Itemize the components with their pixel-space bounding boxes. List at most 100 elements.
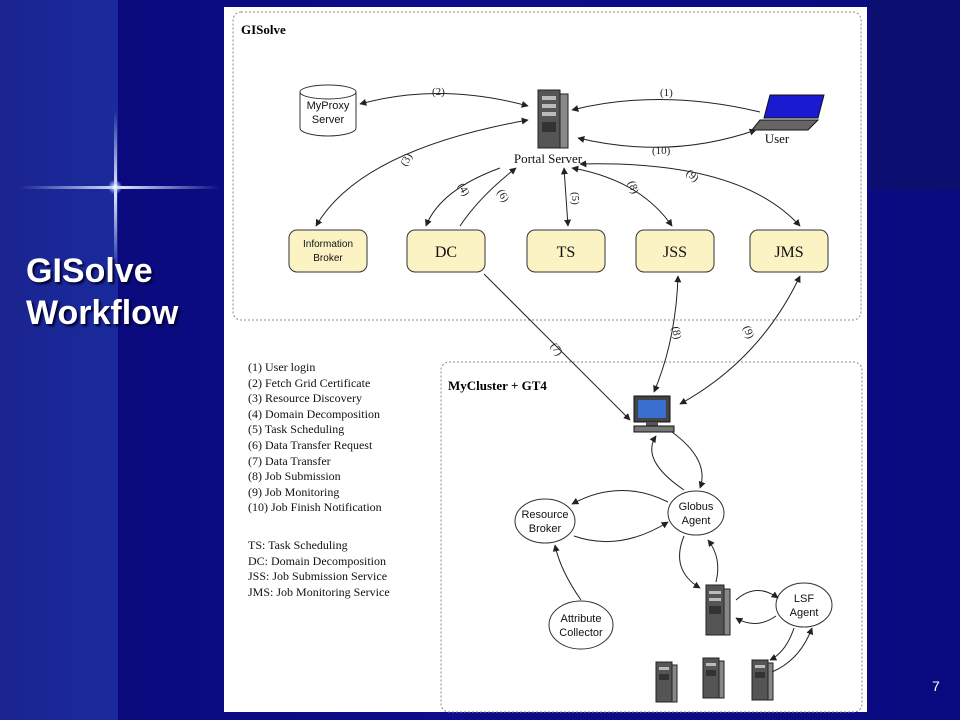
edge-3 (315, 117, 529, 227)
edge-8 (571, 165, 673, 227)
edge-server-lsf-a (735, 590, 779, 601)
dc-box: DC (406, 229, 486, 273)
edge-label-2: (2) (432, 86, 445, 98)
edge-globus-server-b (707, 539, 719, 583)
edge-globus-monitor-a (649, 435, 685, 491)
edge-collector-broker (552, 544, 582, 601)
attribute-collector-label-1: Attribute (561, 613, 602, 625)
edge-8b (653, 275, 682, 393)
edge-label-8b: (8) (669, 326, 683, 341)
edge-label-9b: (9) (740, 324, 756, 340)
sparkle-icon (108, 180, 122, 194)
globus-agent-node: Globus Agent (667, 490, 725, 536)
compute-node-icon-2 (702, 657, 725, 699)
legend-step-3: (3) Resource Discovery (248, 391, 362, 406)
resource-broker-label-1: Resource (521, 509, 568, 521)
legend-step-10: (10) Job Finish Notification (248, 500, 382, 515)
legend-abbrev-4: JMS: Job Monitoring Service (248, 584, 390, 599)
edge-globus-broker-b (573, 521, 669, 543)
legend-step-8: (8) Job Submission (248, 469, 341, 484)
dc-label: DC (435, 244, 457, 261)
slide-title-line1: GISolve (26, 252, 153, 290)
lsf-agent-label-1: LSF (794, 593, 814, 605)
edge-label-6: (6) (494, 187, 511, 204)
myproxy-server: MyProxy Server (299, 84, 357, 137)
gisolve-arrows (315, 93, 801, 227)
info-broker-label-2: Broker (313, 253, 343, 264)
monitor-icon (633, 395, 675, 433)
portal-server-icon (537, 89, 569, 149)
slide-title-line2: Workflow (26, 294, 179, 332)
lsf-agent-node: LSF Agent (775, 582, 833, 628)
cluster-server-icon (705, 584, 731, 636)
left-band (0, 0, 118, 720)
edge-globus-server-a (679, 535, 701, 589)
edge-label-1: (1) (660, 87, 673, 99)
edge-lsf-node-b (771, 627, 814, 673)
edge-1 (571, 99, 761, 113)
legend-steps: (1) User login(2) Fetch Grid Certificate… (248, 360, 382, 516)
edge-5 (560, 167, 572, 227)
legend-abbrev-3: JSS: Job Submission Service (248, 569, 388, 584)
edge-label-10: (10) (652, 145, 671, 157)
myproxy-label-2: Server (312, 114, 345, 126)
attribute-collector-label-2: Collector (559, 627, 603, 639)
legend-step-6: (6) Data Transfer Request (248, 437, 373, 452)
edge-7b (483, 273, 631, 421)
laptop-icon (750, 94, 825, 131)
edge-globus-monitor-b (671, 431, 706, 489)
ts-box: TS (526, 229, 606, 273)
legend-abbrev-1: TS: Task Scheduling (248, 538, 348, 552)
information-broker-box: Information Broker (288, 229, 368, 273)
legend-step-2: (2) Fetch Grid Certificate (248, 375, 371, 390)
edge-globus-broker-a (571, 490, 669, 505)
edge-9b (679, 275, 801, 405)
resource-broker-label-2: Broker (529, 523, 562, 535)
slide-title: GISolve Workflow (26, 250, 178, 334)
ts-label: TS (557, 244, 576, 261)
cluster-label: MyCluster + GT4 (448, 378, 547, 393)
gisolve-group (232, 11, 862, 321)
edge-label-7b: (7) (548, 341, 565, 359)
legend-step-4: (4) Domain Decomposition (248, 406, 380, 421)
edge-4 (425, 167, 501, 227)
globus-agent-label-2: Agent (682, 515, 711, 527)
cluster-arrows (552, 431, 814, 673)
lsf-agent-label-2: Agent (790, 607, 819, 619)
compute-node-icon-1 (655, 661, 678, 703)
edge-lsf-node-a (769, 627, 795, 661)
edge-10 (577, 128, 757, 148)
edge-server-lsf-b (735, 615, 777, 625)
page-number: 7 (932, 678, 940, 694)
compute-node-icon-3 (751, 659, 774, 701)
legend-abbrev-2: DC: Domain Decomposition (248, 553, 386, 568)
legend-step-7: (7) Data Transfer (248, 453, 331, 468)
edge-label-8: (8) (625, 179, 641, 195)
edge-9 (579, 160, 801, 227)
legend-step-1: (1) User login (248, 360, 316, 374)
user-label: User (765, 131, 790, 146)
cross-arrows (483, 273, 801, 421)
edge-2 (359, 93, 529, 108)
right-band (870, 0, 960, 190)
jss-label: JSS (663, 244, 687, 261)
myproxy-label-1: MyProxy (307, 100, 350, 112)
legend-step-5: (5) Task Scheduling (248, 422, 345, 437)
portal-server-label: Portal Server (514, 151, 583, 166)
attribute-collector-node: Attribute Collector (548, 600, 614, 650)
globus-agent-label-1: Globus (679, 501, 714, 513)
jms-box: JMS (749, 229, 829, 273)
edge-6 (459, 167, 517, 227)
edge-label-3: (3) (398, 151, 415, 168)
cluster-group (440, 361, 863, 713)
resource-broker-node: Resource Broker (514, 498, 576, 544)
edge-label-5: (5) (569, 192, 581, 205)
legend-step-9: (9) Job Monitoring (248, 484, 340, 499)
edge-label-4: (4) (455, 181, 472, 198)
edge-label-9: (9) (683, 167, 701, 185)
jss-box: JSS (635, 229, 715, 273)
jms-label: JMS (774, 244, 803, 261)
info-broker-label-1: Information (303, 239, 353, 250)
